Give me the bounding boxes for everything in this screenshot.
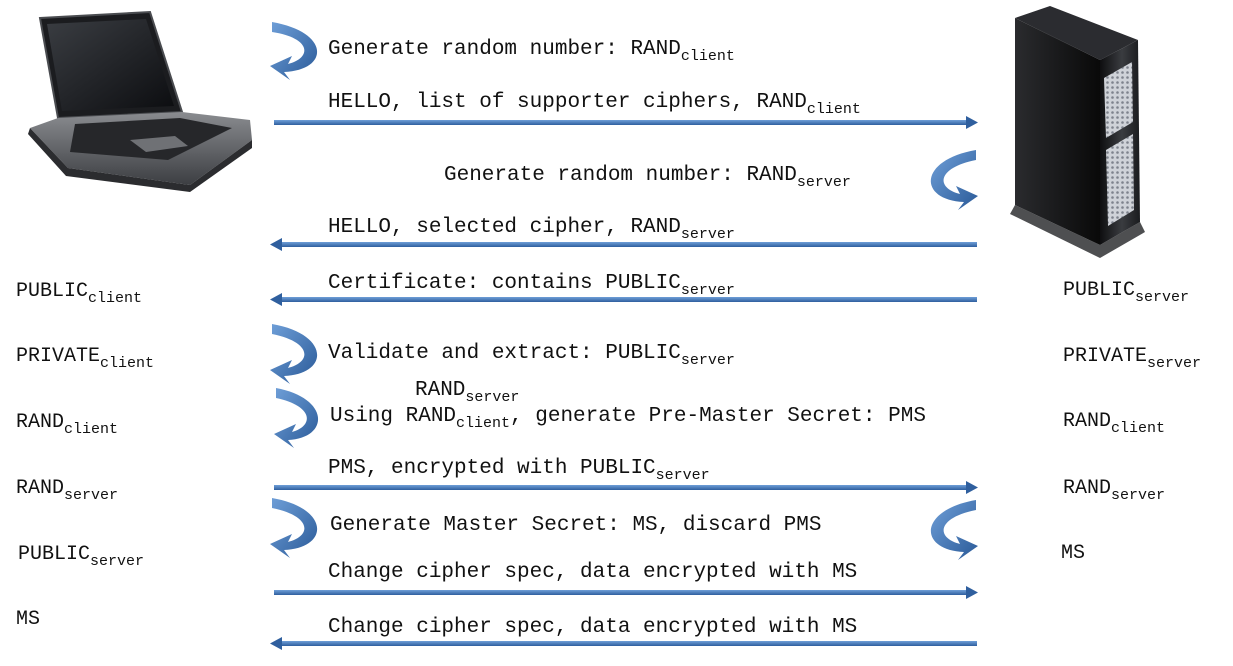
step-rand-server-note: RANDserver [415,379,520,406]
arrow-client-to-server-change-cipher [274,586,978,599]
step-change-cipher-client: Change cipher spec, data encrypted with … [328,561,858,584]
curved-return-arrow-icon [930,500,978,560]
curved-return-arrow-icon [274,388,319,448]
step-generate-server-random: Generate random number: RANDserver [444,164,851,191]
arrow-server-to-client-certificate [270,293,977,306]
step-generate-master-secret: Generate Master Secret: MS, discard PMS [330,514,822,537]
client-key-private-client: PRIVATEclient [16,345,155,372]
step-change-cipher-server: Change cipher spec, data encrypted with … [328,616,858,639]
step-generate-client-random: Generate random number: RANDclient [328,38,735,65]
step-generate-pms: Using RANDclient, generate Pre-Master Se… [330,405,926,432]
step-certificate: Certificate: contains PUBLICserver [328,272,735,299]
server-key-rand-server: RANDserver [1063,477,1166,504]
step-send-pms: PMS, encrypted with PUBLICserver [328,457,710,484]
server-tower-icon [1010,6,1145,258]
arrow-client-to-server-hello [274,116,978,129]
client-key-ms: MS [16,608,41,631]
client-key-public-server: PUBLICserver [18,543,145,570]
step-client-hello: HELLO, list of supporter ciphers, RANDcl… [328,91,861,118]
arrow-server-to-client-change-cipher [270,637,977,650]
client-key-rand-client: RANDclient [16,411,119,438]
server-key-rand-client: RANDclient [1063,410,1166,437]
client-key-public-client: PUBLICclient [16,280,143,307]
server-key-public-server: PUBLICserver [1063,279,1190,306]
curved-return-arrow-icon [270,22,318,80]
server-key-ms: MS [1061,542,1086,565]
laptop-icon [28,10,252,192]
step-server-hello: HELLO, selected cipher, RANDserver [328,216,735,243]
arrow-server-to-client-hello [270,238,977,251]
client-key-rand-server: RANDserver [16,477,119,504]
curved-return-arrow-icon [930,150,978,210]
server-key-private-server: PRIVATEserver [1063,345,1202,372]
curved-return-arrow-icon [270,498,318,558]
curved-return-arrow-icon [270,324,318,384]
step-validate-extract: Validate and extract: PUBLICserver [328,342,735,369]
arrow-client-to-server-pms [274,481,978,494]
